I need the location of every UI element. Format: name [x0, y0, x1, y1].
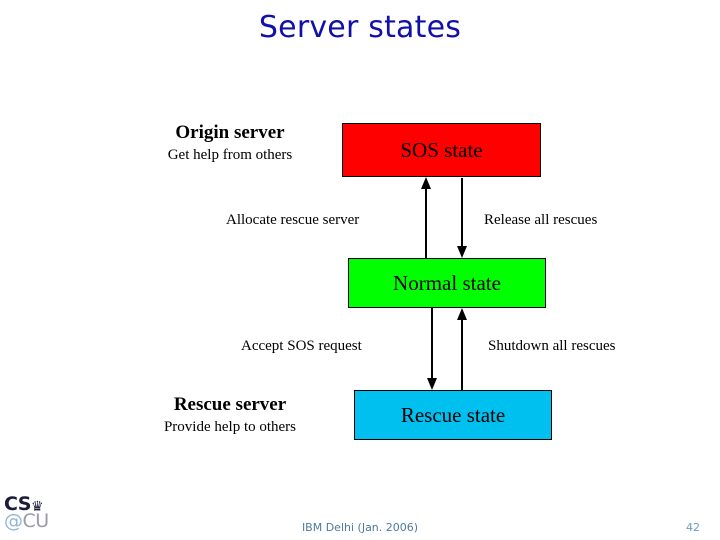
state-box-normal[interactable]: Normal state [348, 258, 546, 308]
transition-label-allocate-rescue-server: Allocate rescue server [226, 212, 360, 228]
arrow-release-all-rescues [457, 178, 467, 258]
logo-line-cs: CS ♛ [4, 493, 64, 515]
state-label-normal: Normal state [393, 270, 501, 295]
role-origin-server-subtitle: Get help from others [167, 146, 293, 163]
logo-text-cu: CU [22, 510, 50, 532]
role-rescue-server: Rescue server Provide help to others [134, 394, 326, 436]
state-label-sos: SOS state [400, 137, 483, 162]
transition-label-accept-sos-request: Accept SOS request [241, 338, 362, 354]
role-rescue-server-title: Rescue server [173, 394, 287, 415]
role-origin-server: Origin server Get help from others [134, 122, 326, 164]
page-title: Server states [258, 10, 462, 45]
state-box-rescue[interactable]: Rescue state [354, 390, 552, 440]
slide-page-number: 42 [686, 521, 700, 534]
role-rescue-server-subtitle: Provide help to others [163, 418, 297, 435]
state-label-rescue: Rescue state [400, 402, 506, 427]
arrow-shutdown-all-rescues [457, 308, 467, 390]
state-box-sos[interactable]: SOS state [342, 123, 541, 177]
logo-text-cs: CS [4, 493, 31, 515]
at-symbol-icon: @ [4, 510, 23, 532]
arrow-allocate-rescue-server [421, 177, 431, 258]
transition-label-shutdown-all-rescues: Shutdown all rescues [488, 338, 616, 354]
arrow-accept-sos-request [427, 308, 437, 390]
transition-label-release-all-rescues: Release all rescues [484, 212, 598, 228]
role-origin-server-title: Origin server [175, 122, 285, 143]
logo-line-cu: @ CU [4, 512, 64, 532]
footer-event-label: IBM Delhi (Jan. 2006) [301, 521, 419, 534]
cs-at-cu-logo: CS ♛ @ CU [4, 494, 64, 536]
crown-icon: ♛ [30, 499, 44, 515]
